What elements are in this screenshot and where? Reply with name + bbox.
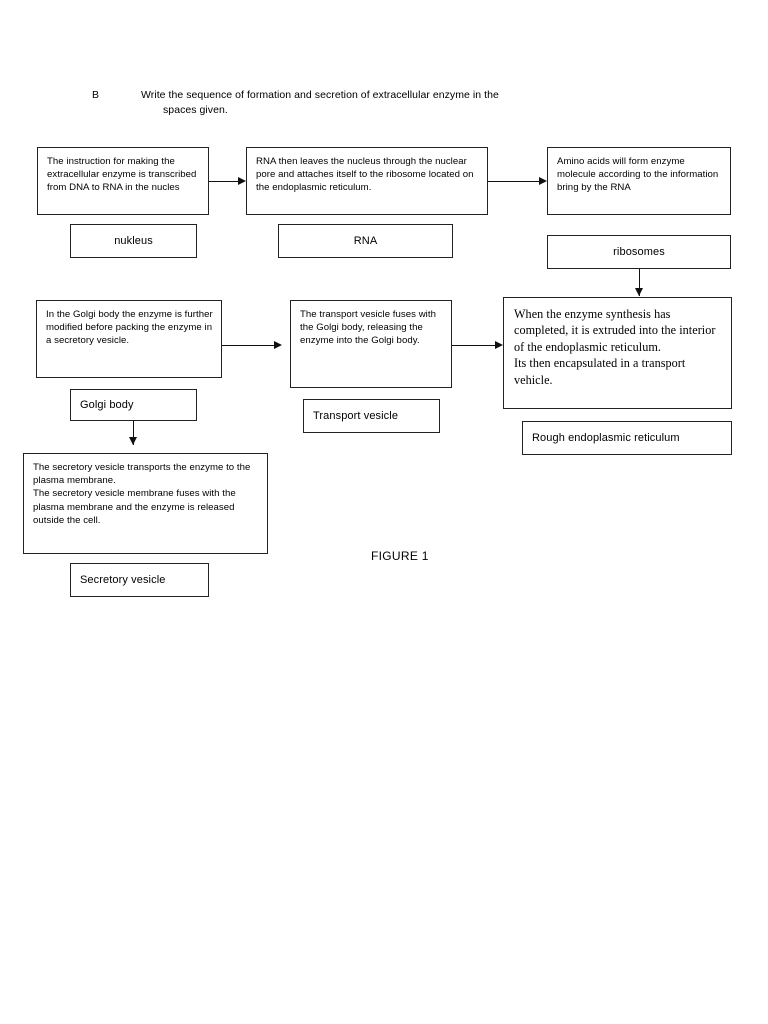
question-line-1: Write the sequence of formation and secr… bbox=[141, 89, 499, 101]
flow-step-box-transcription: The instruction for making the extracell… bbox=[37, 147, 209, 215]
flow-step-text: In the Golgi body the enzyme is further … bbox=[46, 309, 213, 347]
arrowhead-ribosomes-down bbox=[634, 288, 643, 296]
flow-step-box-transport-vesicle-fuses: The transport vesicle fuses with the Gol… bbox=[290, 300, 452, 388]
connector-line-transport-rougher bbox=[452, 345, 495, 346]
flow-step-box-amino-acids: Amino acids will form enzyme molecule ac… bbox=[547, 147, 731, 215]
figure-caption: FIGURE 1 bbox=[371, 549, 429, 563]
flow-step-text: When the enzyme synthesis has completed,… bbox=[514, 307, 716, 387]
flow-step-box-golgi-modification: In the Golgi body the enzyme is further … bbox=[36, 300, 222, 378]
answer-box-nukleus[interactable]: nukleus bbox=[70, 224, 197, 258]
question-label: B bbox=[92, 89, 100, 101]
arrowhead-golgi-down bbox=[128, 437, 137, 445]
question-text: Write the sequence of formation and secr… bbox=[141, 88, 641, 118]
connector-line-step1-step2 bbox=[209, 181, 238, 182]
arrowhead-golgi-transport bbox=[274, 340, 282, 349]
connector-line-ribosomes-down bbox=[639, 269, 640, 296]
answer-box-ribosomes[interactable]: ribosomes bbox=[547, 235, 731, 269]
answer-box-rna[interactable]: RNA bbox=[278, 224, 453, 258]
flow-step-box-rna-leaves-nucleus: RNA then leaves the nucleus through the … bbox=[246, 147, 488, 215]
arrowhead-step2-step3 bbox=[539, 176, 547, 185]
answer-box-transport-vesicle[interactable]: Transport vesicle bbox=[303, 399, 440, 433]
connector-line-golgi-transport bbox=[222, 345, 274, 346]
answer-box-secretory-vesicle[interactable]: Secretory vesicle bbox=[70, 563, 209, 597]
question-line-2: spaces given. bbox=[163, 104, 228, 116]
answer-text: nukleus bbox=[114, 235, 153, 247]
flow-step-text: Amino acids will form enzyme molecule ac… bbox=[557, 156, 719, 194]
answer-text: Golgi body bbox=[80, 399, 134, 411]
connector-line-step2-step3 bbox=[488, 181, 539, 182]
arrowhead-transport-rougher bbox=[495, 340, 503, 349]
flow-step-box-enzyme-extruded: When the enzyme synthesis has completed,… bbox=[503, 297, 732, 409]
answer-text: ribosomes bbox=[613, 246, 665, 258]
answer-box-golgi-body[interactable]: Golgi body bbox=[70, 389, 197, 421]
flow-step-text: RNA then leaves the nucleus through the … bbox=[256, 156, 474, 194]
answer-text: Rough endoplasmic reticulum bbox=[532, 432, 680, 444]
flow-step-text: The secretory vesicle transports the enz… bbox=[33, 462, 251, 526]
answer-text: RNA bbox=[353, 235, 378, 247]
arrowhead-step1-step2 bbox=[238, 176, 246, 185]
connector-line-golgi-down bbox=[133, 421, 134, 445]
flow-step-box-secretory-vesicle: The secretory vesicle transports the enz… bbox=[23, 453, 268, 554]
answer-text: Secretory vesicle bbox=[80, 574, 166, 586]
flow-step-text: The instruction for making the extracell… bbox=[47, 156, 197, 194]
flow-step-text: The transport vesicle fuses with the Gol… bbox=[300, 309, 436, 347]
answer-text: Transport vesicle bbox=[313, 410, 399, 422]
answer-box-rough-endoplasmic-reticulum[interactable]: Rough endoplasmic reticulum bbox=[522, 421, 732, 455]
